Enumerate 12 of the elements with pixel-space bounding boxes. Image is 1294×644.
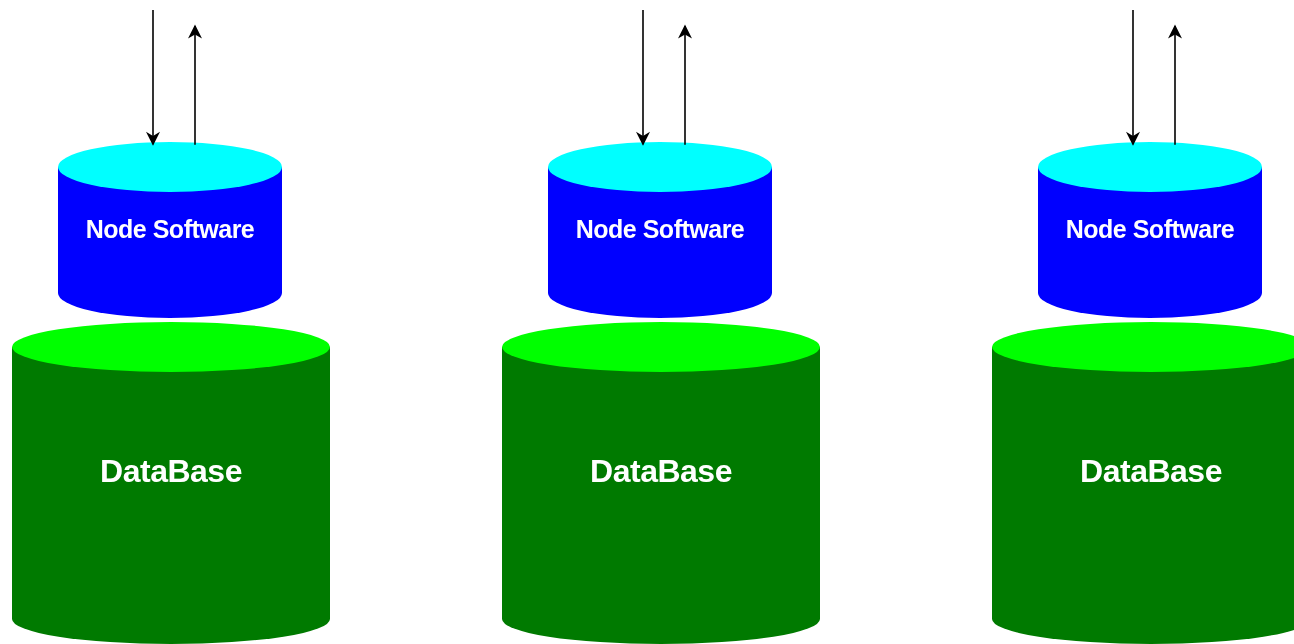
arrow [146,9,160,146]
database-label: DataBase [100,452,242,490]
arrow [1168,24,1182,146]
arrow [188,24,202,146]
database-label: DataBase [1080,452,1222,490]
arrow [1126,9,1140,146]
database-label: DataBase [590,452,732,490]
arrow [636,9,650,146]
arrow [678,24,692,146]
node-label: Node Software [1065,215,1235,244]
node-label: Node Software [575,215,745,244]
node-label: Node Software [85,215,255,244]
